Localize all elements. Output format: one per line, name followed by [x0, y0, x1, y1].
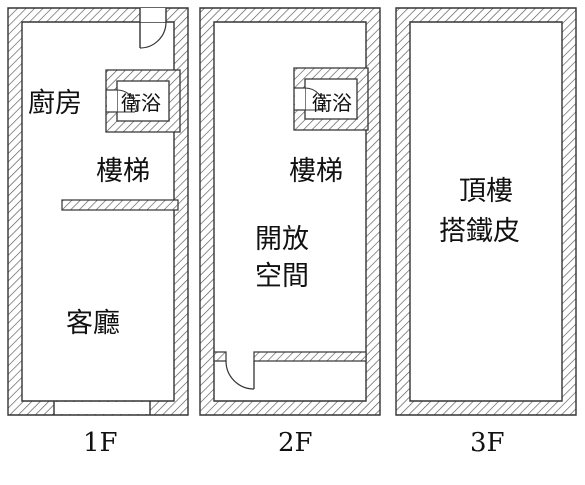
- room-stairs-label: 樓梯: [96, 156, 150, 187]
- floor-label-2f: 2F: [278, 428, 313, 458]
- floor-1f-plan: 廚房 衛浴 樓梯 客廳: [7, 7, 189, 416]
- floor-2f-plan: 衛浴 樓梯 開放 空間: [199, 7, 381, 416]
- room-rooftop-line1: 頂樓: [459, 176, 513, 207]
- floor-1f-partition-wall: [61, 199, 179, 211]
- door-swing-icon: [304, 87, 326, 111]
- floor-label-3f: 3F: [470, 428, 505, 458]
- room-rooftop-line2: 搭鐵皮: [439, 216, 520, 247]
- floor-3f-plan: 頂樓 搭鐵皮: [395, 7, 577, 416]
- floor-3f-outer-wall: [395, 7, 577, 416]
- floor-label-1f: 1F: [83, 428, 118, 458]
- room-living-label: 客廳: [66, 308, 120, 339]
- room-open-space-line1: 開放: [255, 224, 309, 255]
- floor-1f-outer-wall: [7, 7, 189, 416]
- door-swing-icon: [139, 21, 167, 49]
- room-bathroom-label: 衛浴: [312, 91, 352, 115]
- room-bathroom-label: 衛浴: [121, 91, 161, 115]
- floor-1f-bottom-opening-left: [54, 402, 150, 414]
- floor-1f-bathroom-wall: [105, 69, 181, 133]
- floor-2f-outer-wall: [199, 7, 381, 416]
- room-open-space-line2: 空間: [255, 261, 309, 292]
- room-kitchen-label: 廚房: [28, 88, 82, 119]
- floor-2f-balcony-wall-left: [213, 351, 227, 362]
- door-swing-icon: [116, 89, 138, 113]
- floor-2f-balcony-wall-right: [253, 351, 367, 362]
- room-stairs-label: 樓梯: [289, 156, 343, 187]
- door-swing-icon: [225, 360, 255, 390]
- floor-1f-door-opening: [140, 8, 166, 22]
